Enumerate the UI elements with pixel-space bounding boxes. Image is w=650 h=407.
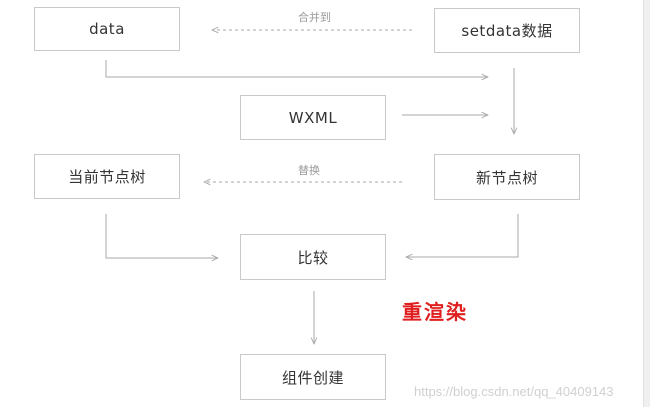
rerender-note: 重渲染 bbox=[402, 300, 468, 324]
node-create: 组件创建 bbox=[240, 354, 386, 400]
node-new-tree: 新节点树 bbox=[434, 154, 580, 200]
edge-newtree-to-compare bbox=[406, 214, 519, 257]
node-data: data bbox=[34, 7, 180, 51]
page-edge bbox=[643, 0, 650, 407]
edge-currenttree-to-compare bbox=[105, 214, 218, 258]
edge-label-merge: 合并到 bbox=[298, 11, 331, 24]
edge-data-to-newtree bbox=[105, 60, 488, 77]
node-setdata: setdata数据 bbox=[434, 8, 580, 53]
watermark: https://blog.csdn.net/qq_40409143 bbox=[414, 384, 614, 399]
edge-label-replace: 替换 bbox=[298, 164, 320, 177]
node-wxml: WXML bbox=[240, 95, 386, 140]
node-compare: 比较 bbox=[240, 234, 386, 280]
node-current-tree: 当前节点树 bbox=[34, 154, 180, 199]
